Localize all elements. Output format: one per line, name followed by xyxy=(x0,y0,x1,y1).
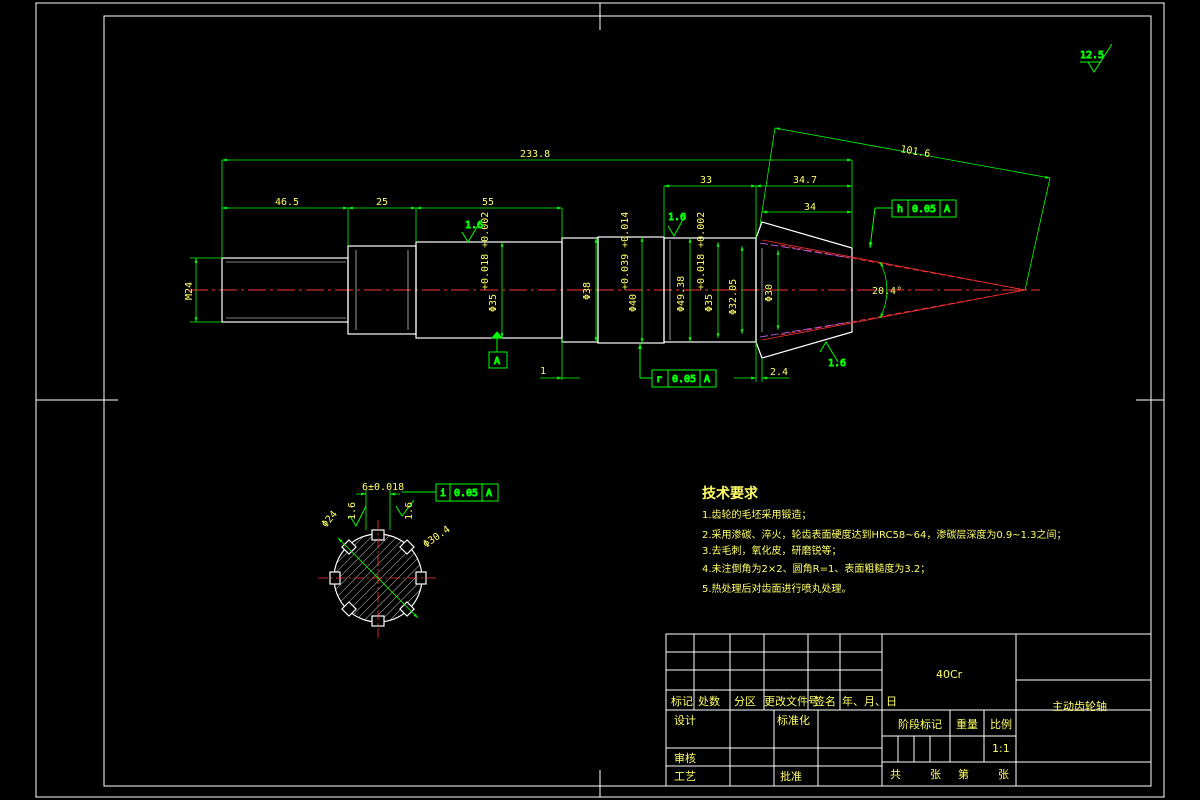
svg-text:1.6: 1.6 xyxy=(347,502,358,520)
svg-text:Φ24: Φ24 xyxy=(320,509,340,530)
dim-33: 33 xyxy=(700,175,712,186)
svg-text:批准: 批准 xyxy=(780,769,802,783)
dim-dia-35-tol: +0.018 +0.002 xyxy=(480,212,491,290)
tolerance-frame-runout: r 0.05 A xyxy=(638,343,717,388)
dim-55: 55 xyxy=(482,197,494,208)
svg-text:h: h xyxy=(897,204,903,215)
tech-line-3: 3.去毛刺，氧化皮，研磨锐等； xyxy=(702,544,842,557)
svg-text:标准化: 标准化 xyxy=(777,713,810,727)
svg-text:1:1: 1:1 xyxy=(992,742,1010,755)
tolerance-frame-flatness: h 0.05 A xyxy=(868,199,957,249)
dim-101-6: 101.6 xyxy=(899,144,931,160)
svg-text:重量: 重量 xyxy=(956,717,978,731)
dim-34: 34 xyxy=(804,202,816,213)
horizontal-dimensions xyxy=(221,127,1051,382)
svg-text:审核: 审核 xyxy=(674,751,696,765)
dim-total-length: 233.8 xyxy=(520,149,550,160)
svg-text:A: A xyxy=(704,374,710,385)
part-name: 主动齿轮轴 xyxy=(1052,699,1107,713)
dim-gap-2-4: 2.4 xyxy=(770,367,788,378)
dim-dia-40: Φ40 xyxy=(628,294,639,312)
drawing-frame xyxy=(35,2,1165,798)
svg-text:张: 张 xyxy=(930,768,941,781)
dim-dia-30: Φ30 xyxy=(764,284,775,302)
cone-pitch-lines xyxy=(759,242,851,338)
svg-text:年、月、日: 年、月、日 xyxy=(842,694,897,708)
svg-text:0.05: 0.05 xyxy=(672,374,696,385)
svg-text:标记: 标记 xyxy=(671,694,693,708)
dim-gap-1: 1 xyxy=(540,366,546,377)
svg-text:更改文件号: 更改文件号 xyxy=(764,694,819,708)
diameter-labels: M24 Φ35 +0.018 +0.002 Φ38 Φ40 +0.039 +0.… xyxy=(184,212,902,315)
dim-dia-32-05: Φ32.05 xyxy=(728,279,739,315)
datum-a: A xyxy=(488,331,508,369)
svg-text:A: A xyxy=(494,356,500,367)
section-view: 6±0.018 1.6 1.6 Φ30.4 Φ24 xyxy=(318,482,452,640)
svg-text:r: r xyxy=(656,374,662,385)
title-block xyxy=(665,633,1152,787)
tech-line-5: 5.热处理后对齿面进行喷丸处理。 xyxy=(702,582,852,595)
svg-text:张: 张 xyxy=(998,768,1009,781)
roughness-3: 1.6 xyxy=(819,341,847,370)
svg-text:比例: 比例 xyxy=(990,717,1012,731)
title-block-text: 40Cr 主动齿轮轴 标记 处数 分区 更改文件号 签名 年、月、日 设计 标准… xyxy=(671,668,1107,783)
svg-text:签名: 签名 xyxy=(814,694,836,708)
svg-text:第: 第 xyxy=(958,767,969,781)
material: 40Cr xyxy=(936,668,963,681)
svg-text:A: A xyxy=(486,488,492,499)
cone-projection xyxy=(761,239,1026,341)
dim-dia-35b: Φ35 xyxy=(704,294,715,312)
svg-text:设计: 设计 xyxy=(674,714,696,727)
dim-angle: 20.4° xyxy=(872,286,902,297)
section-key-width: 6±0.018 xyxy=(362,482,404,493)
dim-dia-35b-tol: +0.018 +0.002 xyxy=(696,212,707,290)
svg-text:1.6: 1.6 xyxy=(828,358,846,369)
dim-thread: M24 xyxy=(184,282,195,300)
svg-text:阶段标记: 阶段标记 xyxy=(898,717,942,731)
dim-25: 25 xyxy=(376,197,388,208)
tech-line-2: 2.采用渗碳、淬火，轮齿表面硬度达到HRC58~64，渗碳层深度为0.9~1.3… xyxy=(702,528,1067,541)
dim-dia-49-38: Φ49.38 xyxy=(676,276,687,312)
svg-text:1.6: 1.6 xyxy=(465,220,483,231)
roughness-2: 1.6 xyxy=(668,212,687,238)
svg-text:1.6: 1.6 xyxy=(668,212,686,223)
dim-34-7: 34.7 xyxy=(793,175,817,186)
svg-text:工艺: 工艺 xyxy=(674,770,696,783)
general-roughness-value: 12.5 xyxy=(1080,50,1104,61)
svg-text:共: 共 xyxy=(890,768,901,781)
section-dia: Φ30.4 xyxy=(421,524,452,550)
svg-text:0.05: 0.05 xyxy=(454,488,478,499)
svg-text:分区: 分区 xyxy=(734,695,756,708)
svg-text:1.6: 1.6 xyxy=(404,502,415,520)
tech-line-4: 4.未注倒角为2×2、圆角R=1、表面粗糙度为3.2； xyxy=(702,562,930,575)
svg-text:i: i xyxy=(440,488,446,499)
svg-text:0.05: 0.05 xyxy=(912,204,936,215)
dim-dia-35: Φ35 xyxy=(488,294,499,312)
diameter-dimensions xyxy=(190,237,888,343)
tolerance-frame-section: i 0.05 A xyxy=(402,483,499,502)
tech-title: 技术要求 xyxy=(702,485,759,502)
technical-requirements: 技术要求 1.齿轮的毛坯采用锻造； 2.采用渗碳、淬火，轮齿表面硬度达到HRC5… xyxy=(702,485,1067,595)
svg-text:处数: 处数 xyxy=(698,695,720,708)
dim-46-5: 46.5 xyxy=(275,197,299,208)
svg-text:A: A xyxy=(944,204,950,215)
tech-line-1: 1.齿轮的毛坯采用锻造； xyxy=(702,508,812,521)
dim-dia-40-tol: +0.039 +0.014 xyxy=(620,212,631,290)
roughness-1: 1.6 xyxy=(461,220,484,243)
dim-dia-38: Φ38 xyxy=(582,282,593,300)
general-roughness-symbol: 12.5 xyxy=(1080,43,1113,73)
shaft-profile xyxy=(221,221,853,359)
